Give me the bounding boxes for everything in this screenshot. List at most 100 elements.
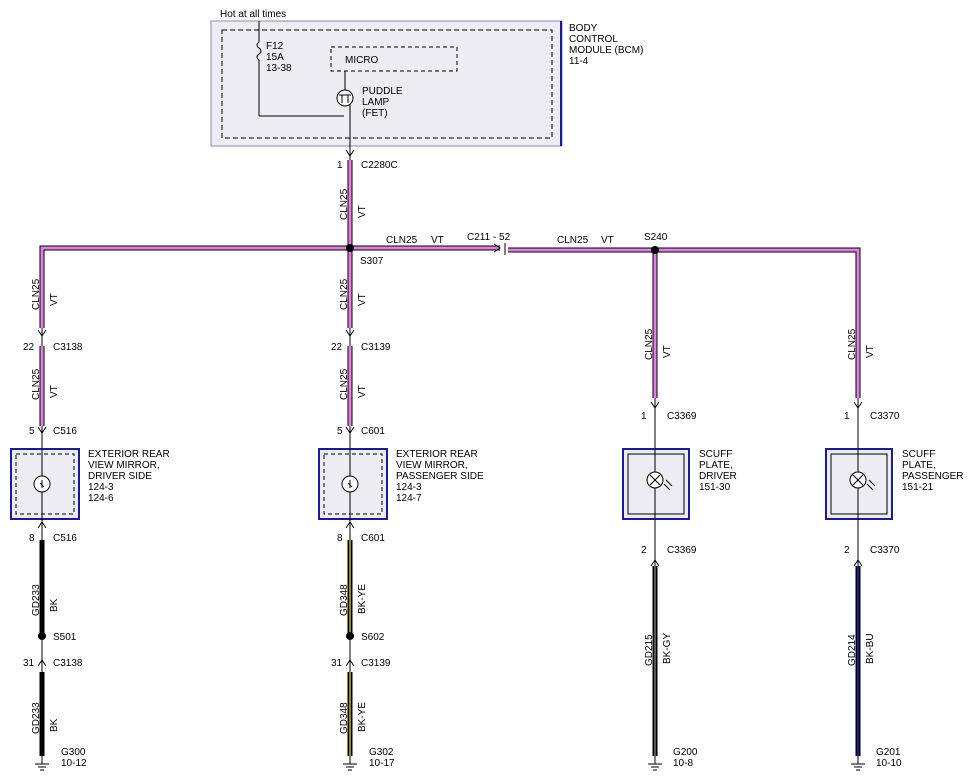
c2280c-pin: 1	[337, 160, 343, 171]
wire-label-bk-lower: BK	[49, 718, 60, 732]
c3370-pin: 1	[844, 411, 850, 422]
scuff-passenger-label-1: SCUFF	[902, 449, 935, 460]
wire-label-circuit-2: CLN25	[31, 278, 42, 310]
c3370-label: C3370	[870, 411, 900, 422]
wire-label-color-7: VT	[865, 345, 876, 358]
exterior-mirror-driver-component[interactable]	[10, 448, 80, 520]
c516-bottom-label: C516	[53, 533, 77, 544]
c3370-bottom-label: C3370	[870, 545, 900, 556]
c3138-pin: 22	[23, 342, 35, 353]
c3139-pin: 22	[331, 342, 343, 353]
g302-ref: 10-17	[369, 758, 395, 769]
c3369-bottom-label: C3369	[667, 545, 697, 556]
fet-driver-icon	[336, 89, 354, 107]
g300-ref: 10-12	[61, 758, 87, 769]
scuff-passenger-label-3: PASSENGER	[902, 471, 964, 482]
wire-label-circuit-6: CLN25	[644, 328, 655, 360]
g200-label: G200	[673, 747, 698, 758]
bcm-label-2: CONTROL	[569, 34, 618, 45]
wire-label-gd233-lower: GD233	[31, 702, 42, 734]
wire-label-color-8: VT	[431, 235, 444, 246]
scuff-driver-label-3: DRIVER	[699, 471, 737, 482]
wire-bus-left[interactable]	[39, 245, 350, 328]
wire-label-gd348-upper: GD348	[339, 584, 350, 616]
s240-label: S240	[644, 232, 668, 243]
g300-label: G300	[61, 747, 86, 758]
fuse-rating: 15A	[266, 52, 284, 63]
ground-icon	[648, 756, 662, 771]
mirror-driver-ref-2: 124-6	[88, 493, 114, 504]
s240-splice	[651, 246, 659, 254]
wire-label-color-9: VT	[601, 235, 614, 246]
ground-icon	[851, 756, 865, 771]
fuse-id: F12	[266, 41, 284, 52]
wire-label-bkye-lower: BK-YE	[357, 702, 368, 732]
mirror-lamp-icon	[33, 475, 51, 493]
mirror-passenger-label-3: PASSENGER SIDE	[396, 471, 484, 482]
violet-feed-wires	[39, 160, 861, 426]
wire-label-circuit-3: CLN25	[339, 278, 350, 310]
micro-box	[330, 46, 458, 72]
c3139-bottom-label: C3139	[361, 658, 391, 669]
wire-label-color-2: VT	[49, 293, 60, 306]
mirror-driver-ref-1: 124-3	[88, 482, 114, 493]
wire-label-bk-upper: BK	[49, 598, 60, 612]
c516-label: C516	[53, 426, 77, 437]
scuff-driver-label-2: PLATE,	[699, 460, 733, 471]
fet-label-3: (FET)	[362, 108, 388, 119]
g200-ref: 10-8	[673, 758, 693, 769]
c3369-label: C3369	[667, 411, 697, 422]
s307-label: S307	[360, 256, 384, 267]
mirror-passenger-ref-2: 124-7	[396, 493, 422, 504]
wire-c211-to-s240[interactable]	[508, 247, 861, 398]
c601-pin: 5	[337, 426, 343, 437]
wire-label-circuit-9: CLN25	[557, 235, 589, 246]
g201-ref: 10-10	[876, 758, 902, 769]
c3138-bottom-connector-icon	[37, 659, 47, 667]
c601-bottom-pin: 8	[337, 533, 343, 544]
c3138-bottom-label: C3138	[53, 658, 83, 669]
c3138-label: C3138	[53, 342, 83, 353]
mirror-passenger-label-2: VIEW MIRROR,	[396, 460, 468, 471]
c3369-bottom-pin: 2	[641, 545, 647, 556]
wire-label-bkbu: BK-BU	[865, 633, 876, 664]
bcm-module[interactable]	[210, 20, 563, 147]
mirror-driver-label-2: VIEW MIRROR,	[88, 460, 160, 471]
wire-label-gd233-upper: GD233	[31, 584, 42, 616]
mirror-driver-label-3: DRIVER SIDE	[88, 471, 152, 482]
scuff-passenger-label-2: PLATE,	[902, 460, 936, 471]
c3369-pin: 1	[641, 411, 647, 422]
s602-label: S602	[361, 632, 385, 643]
c601-bottom-label: C601	[361, 533, 385, 544]
bcm-page-ref: 11-4	[569, 56, 589, 67]
wire-label-circuit-5: CLN25	[339, 368, 350, 400]
wire-label-gd214: GD214	[847, 634, 858, 666]
wire-label-bkgy: BK-GY	[662, 633, 673, 664]
ground-icon	[35, 756, 49, 771]
fuse-icon	[256, 41, 262, 61]
mirror-passenger-ref-1: 124-3	[396, 482, 422, 493]
bcm-label-1: BODY	[569, 23, 598, 34]
scuff-driver-label-1: SCUFF	[699, 449, 732, 460]
c3370-bottom-pin: 2	[844, 545, 850, 556]
c3139-label: C3139	[361, 342, 391, 353]
wire-label-color-4: VT	[49, 385, 60, 398]
c211-connector-icon	[493, 243, 501, 253]
c3139-bottom-connector-icon	[345, 659, 355, 667]
scuff-driver-ref: 151-30	[699, 482, 731, 493]
c2280c-label: C2280C	[361, 160, 398, 171]
bcm-label-3: MODULE (BCM)	[569, 45, 643, 56]
wire-label-circuit-1: CLN25	[339, 188, 350, 220]
g302-label: G302	[369, 747, 394, 758]
wire-label-circuit-7: CLN25	[847, 328, 858, 360]
wire-label-color-3: VT	[357, 293, 368, 306]
ground-icon	[343, 756, 357, 771]
wire-label-gd215: GD215	[644, 634, 655, 666]
c3138-bottom-pin: 31	[23, 658, 35, 669]
s307-splice	[346, 244, 354, 252]
wire-label-gd348-lower: GD348	[339, 702, 350, 734]
mirror-passenger-label-1: EXTERIOR REAR	[396, 449, 478, 460]
fuse-page-ref: 13-38	[266, 63, 292, 74]
wire-label-bkye-upper: BK-YE	[357, 584, 368, 614]
